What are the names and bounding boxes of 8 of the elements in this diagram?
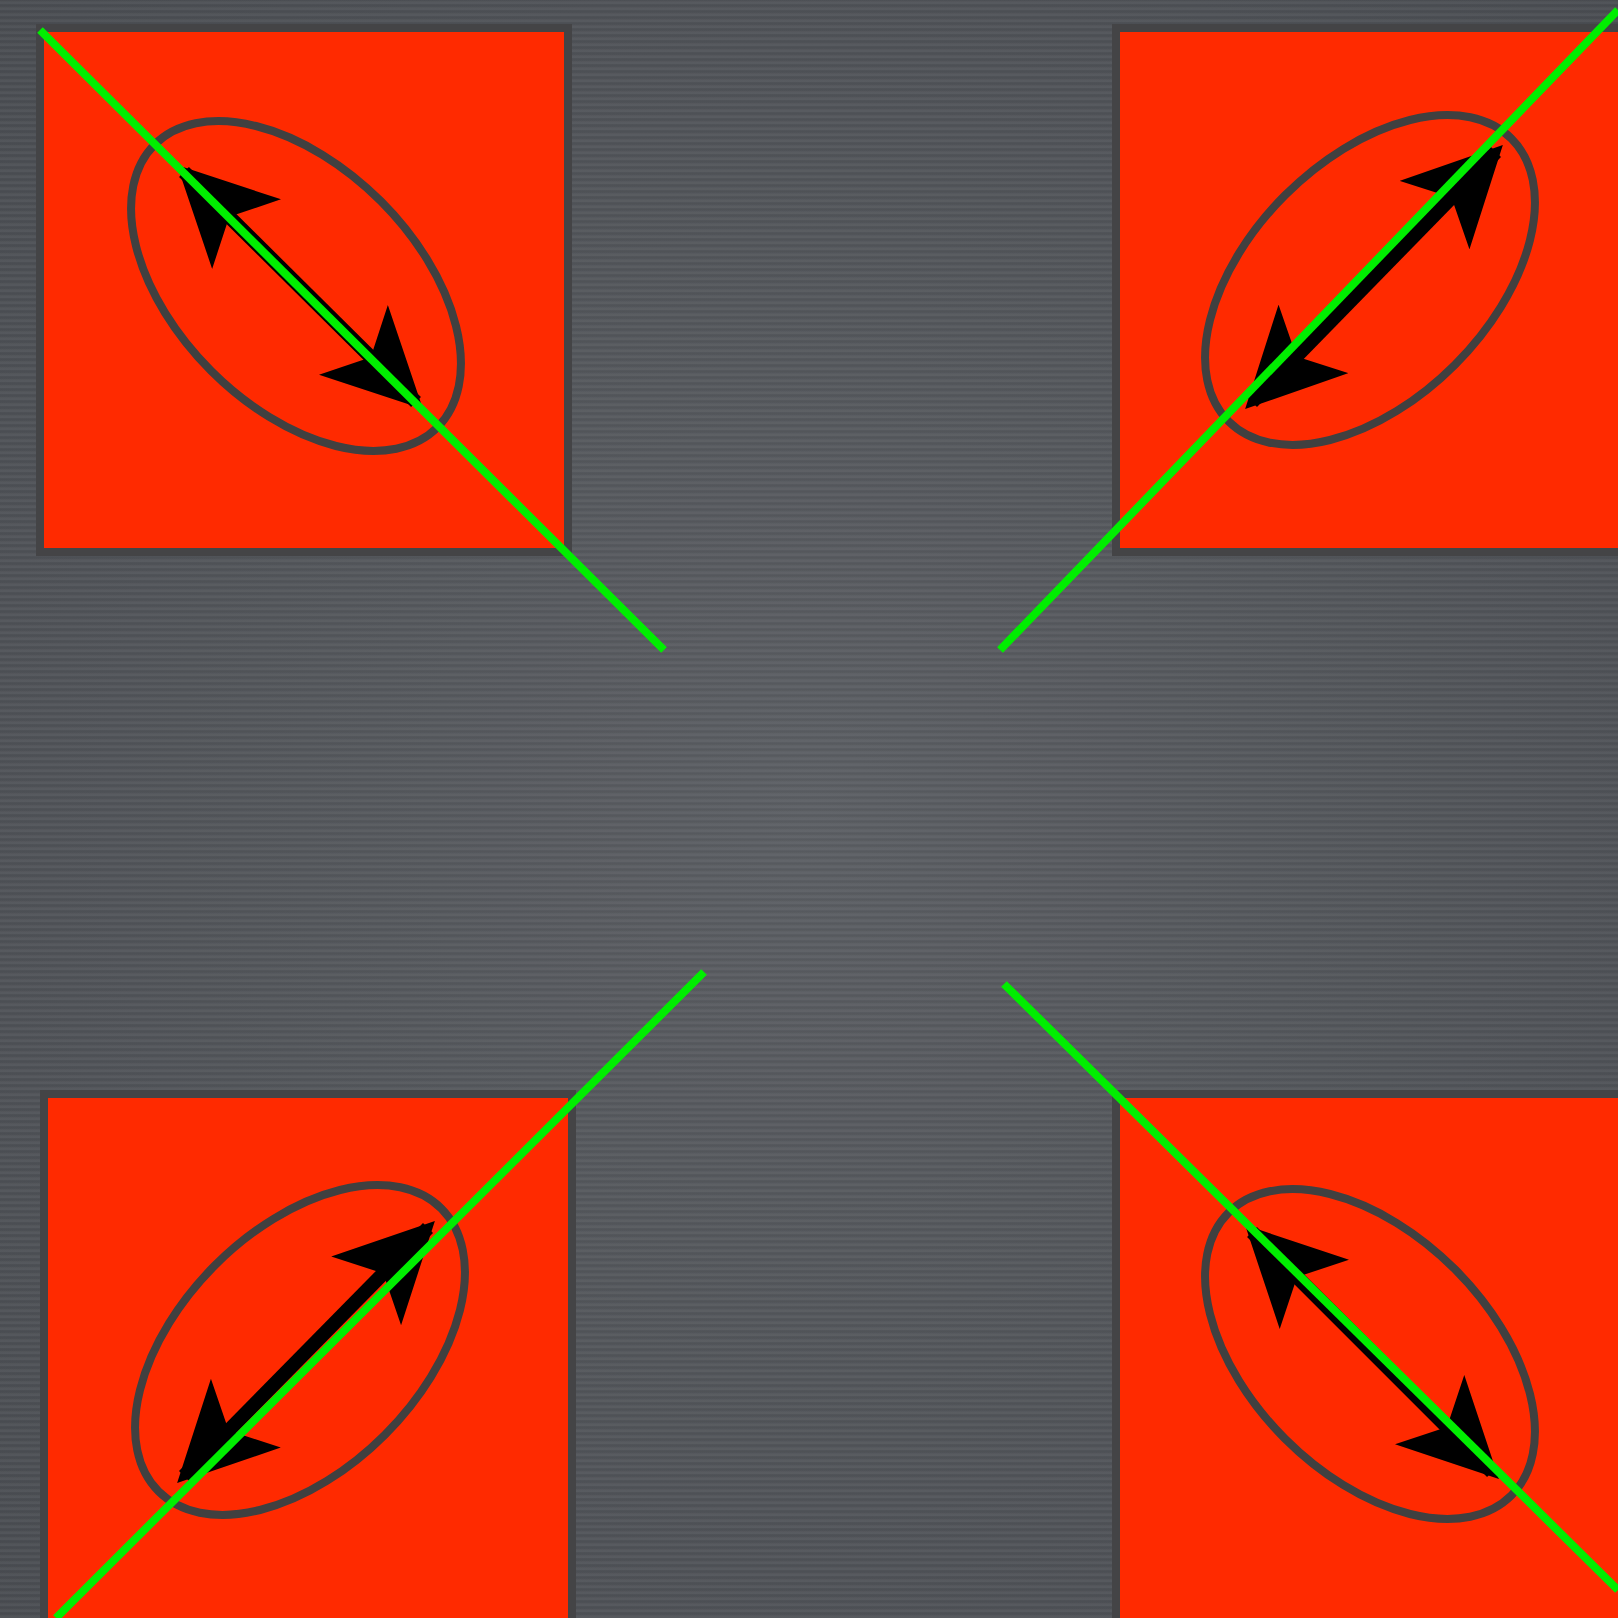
- ellipse-outline: [1201, 1185, 1539, 1523]
- square-panel: [1112, 24, 1618, 556]
- ellipse-outline: [1201, 111, 1539, 449]
- square-panel: [1112, 1090, 1618, 1618]
- ellipse-outline: [131, 1181, 469, 1519]
- square-panel: [36, 24, 572, 556]
- ellipse-outline: [127, 117, 465, 455]
- square-panel: [40, 1090, 576, 1618]
